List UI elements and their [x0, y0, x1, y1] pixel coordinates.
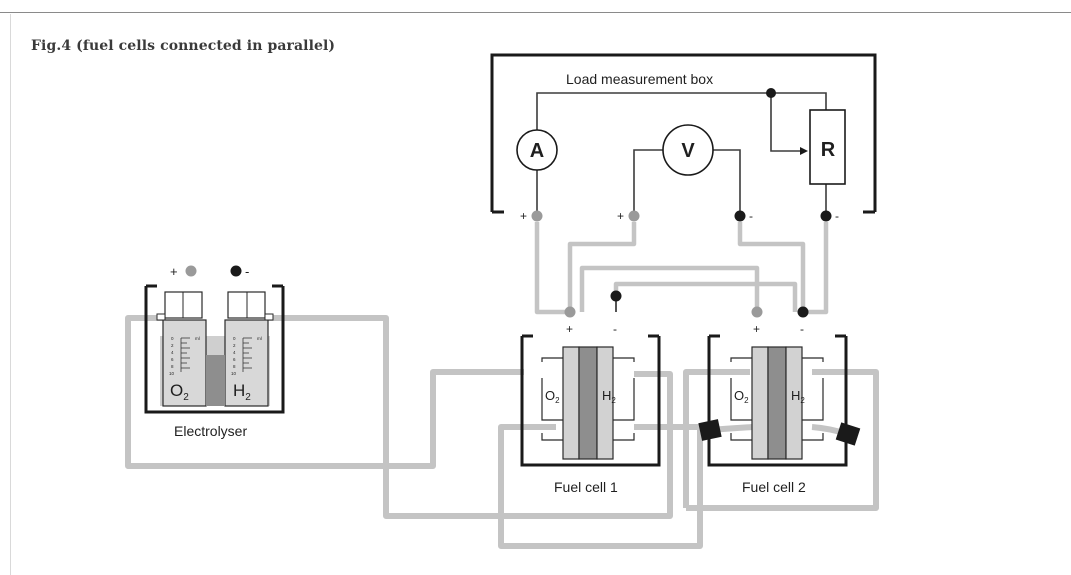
fc1-h2-label: H2: [602, 388, 616, 405]
load-terminal-voltmeter-negative[interactable]: [734, 210, 746, 222]
o2-tick-10: 10: [169, 371, 175, 376]
ammeter: [516, 129, 558, 171]
fc2-h2-label: H2: [791, 388, 805, 405]
fc2-tank: [707, 336, 848, 467]
h2-tick-0: 0: [233, 336, 236, 341]
fc1-positive-terminal[interactable]: [564, 306, 576, 318]
left-rule: [10, 14, 11, 575]
load-measurement-box: Load measurement box A V R: [490, 53, 877, 223]
electrolyser-o2-scale: [180, 337, 190, 372]
resistor: [809, 109, 846, 185]
fc2-membrane: [767, 346, 787, 460]
tube-o2-supply: [125, 315, 524, 469]
fc1-label: Fuel cell 1: [554, 479, 618, 495]
electrolyser-positive-terminal[interactable]: [185, 265, 197, 277]
fc1-minus-label: -: [613, 322, 617, 336]
electrolyser-h2-scale: [242, 337, 252, 372]
fc2-minus-label: -: [800, 322, 804, 336]
h2-tick-6: 6: [233, 357, 236, 362]
o2-tick-8: 8: [171, 364, 174, 369]
fc2-label: Fuel cell 2: [742, 479, 806, 495]
connection-cables: [534, 222, 829, 315]
tube-fc2-h2-return: [686, 369, 879, 511]
electrolyser-plus-label: +: [170, 264, 178, 279]
tube-fc1-fc2-o2: [683, 369, 750, 508]
ammeter-symbol: A: [530, 140, 544, 162]
fc1-electrode-right: [596, 346, 614, 460]
resistor-wiper-arrow: [800, 147, 808, 155]
electrolyser-negative-terminal[interactable]: [230, 265, 242, 277]
resistor-symbol: R: [821, 139, 836, 161]
cable-fc1-minus-to-fc2-minus: [613, 281, 798, 312]
fc1-o2-label: O2: [545, 388, 560, 405]
fc1-membrane: [578, 346, 598, 460]
electrolyser-tank: [144, 286, 285, 414]
gas-tubes: [125, 315, 879, 549]
top-rule: [0, 12, 1071, 13]
figure-title: Fig.4 (fuel cells connected in parallel): [31, 38, 336, 54]
o2-scale-unit: ml: [195, 336, 200, 341]
load-terminal-4-sign: -: [835, 209, 839, 223]
fc2-negative-terminal[interactable]: [797, 306, 809, 318]
load-terminal-1-sign: +: [520, 209, 527, 223]
fc2-electrode-right: [785, 346, 803, 460]
fc2-right-cap: [835, 422, 861, 446]
o2-tick-0: 0: [171, 336, 174, 341]
fc2-o2-label: O2: [734, 388, 749, 405]
o2-tick-2: 2: [171, 343, 174, 348]
voltmeter: [662, 124, 714, 176]
h2-tick-10: 10: [231, 371, 237, 376]
h2-tick-2: 2: [233, 343, 236, 348]
fuel-cell-1: O2 H2 + - Fuel cell 1: [520, 290, 661, 495]
electrolyser: 0 2 4 6 8 10 ml 0 2 4 6 8 10 ml O2 H2 + …: [144, 264, 285, 439]
fc1-plus-label: +: [566, 322, 573, 336]
electrolyser-membrane: [206, 355, 225, 406]
fc2-plus-label: +: [753, 322, 760, 336]
electrolyser-label: Electrolyser: [174, 423, 247, 439]
fuel-cell-2: O2 H2 + - Fuel cell 2: [707, 306, 848, 495]
load-terminal-resistor-negative[interactable]: [820, 210, 832, 222]
cable-voltmeter-neg-to-fc2-minus: [737, 222, 806, 312]
load-box-frame: [490, 53, 877, 212]
load-terminal-2-sign: +: [617, 209, 624, 223]
load-terminal-ammeter-positive[interactable]: [531, 210, 543, 222]
fc1-tank: [520, 336, 661, 467]
electrolyser-minus-label: -: [245, 264, 249, 279]
tube-h2-supply: [268, 315, 673, 519]
load-box-wiring: [536, 92, 827, 213]
h2-tick-8: 8: [233, 364, 236, 369]
h2-scale-unit: ml: [257, 336, 262, 341]
fc1-electrode-left: [562, 346, 580, 460]
fc2-positive-terminal[interactable]: [751, 306, 763, 318]
load-terminal-voltmeter-positive[interactable]: [628, 210, 640, 222]
h2-tick-4: 4: [233, 350, 236, 355]
cable-voltmeter-to-fc1-plus: [567, 222, 637, 312]
load-box-title: Load measurement box: [566, 71, 713, 87]
load-box-junction: [766, 88, 776, 98]
voltmeter-symbol: V: [681, 140, 695, 162]
cable-fc1-plus-to-fc2-plus: [579, 265, 760, 312]
fc2-electrode-left: [751, 346, 769, 460]
cable-ammeter-to-fc1-plus: [534, 222, 570, 315]
o2-tick-4: 4: [171, 350, 174, 355]
load-terminal-3-sign: -: [749, 209, 753, 223]
cable-resistor-to-fc2-minus: [803, 222, 829, 315]
o2-tick-6: 6: [171, 357, 174, 362]
